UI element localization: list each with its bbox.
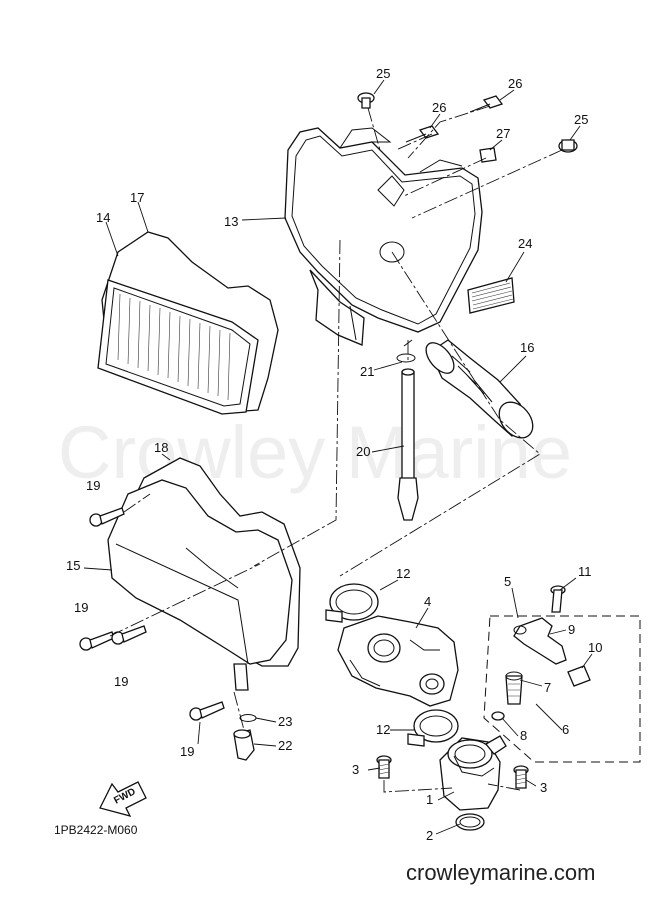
- callout-12-upper: 12: [396, 566, 410, 581]
- callout-7: 7: [544, 680, 551, 695]
- callout-9: 9: [568, 622, 575, 637]
- figure-code: 1PB2422-M060: [54, 823, 138, 837]
- leader-lines: [83, 79, 593, 835]
- part-14-air-filter-element: [97, 279, 259, 415]
- callout-23: 23: [278, 714, 292, 729]
- callout-2: 2: [426, 828, 433, 843]
- part-9-injector-body: [513, 617, 567, 665]
- callout-21: 21: [360, 364, 374, 379]
- callout-18: 18: [154, 440, 168, 455]
- callout-19-d: 19: [180, 744, 194, 759]
- part-20-drain-hose: [397, 368, 419, 521]
- part-25-bolt-left: [357, 92, 375, 109]
- callout-6: 6: [562, 722, 569, 737]
- callout-24: 24: [518, 236, 532, 251]
- part-3-bolt-left: [376, 755, 392, 779]
- website-text: crowleymarine.com: [406, 860, 596, 885]
- callout-25-right: 25: [574, 112, 588, 127]
- part-3-bolt-right: [513, 765, 529, 789]
- part-26-screw-middle: [405, 125, 440, 143]
- callout-22: 22: [278, 738, 292, 753]
- callout-19-a: 19: [86, 478, 100, 493]
- callout-10: 10: [588, 640, 602, 655]
- part-1-manifold: [439, 735, 507, 811]
- part-12-clamp-lower: [407, 709, 459, 747]
- part-12-clamp-upper: [325, 583, 379, 623]
- alignment-lines: [109, 105, 563, 793]
- part-7-injector: [505, 671, 523, 705]
- part-15-air-box-cap: [107, 479, 293, 691]
- callout-19-c: 19: [114, 674, 128, 689]
- part-25-bolt-right: [558, 139, 578, 153]
- part-26-screw-top: [469, 95, 504, 113]
- part-23-clip: [239, 714, 257, 722]
- callout-17: 17: [130, 190, 144, 205]
- part-19-screw-b: [79, 631, 115, 651]
- callout-14: 14: [96, 210, 110, 225]
- fwd-arrow-icon: FWD: [99, 781, 147, 817]
- callout-12-lower: 12: [376, 722, 390, 737]
- callout-13: 13: [224, 214, 238, 229]
- callout-26-middle: 26: [432, 100, 446, 115]
- part-4-throttle-body: [337, 615, 459, 707]
- callout-16: 16: [520, 340, 534, 355]
- callout-25-top: 25: [376, 66, 390, 81]
- part-24-label: [467, 277, 515, 314]
- part-19-screw-c: [111, 625, 147, 645]
- part-2-o-ring: [455, 813, 485, 831]
- callout-3-right: 3: [540, 780, 547, 795]
- callout-15: 15: [66, 558, 80, 573]
- part-10-clip: [567, 665, 591, 687]
- part-21-clip: [396, 339, 416, 363]
- part-22-plug: [233, 729, 255, 761]
- callout-11: 11: [578, 564, 592, 579]
- callout-4: 4: [424, 594, 431, 609]
- callout-labels: 25 26 26 27 25 13 14 17 24 16 21 20 18 1…: [66, 66, 602, 843]
- callout-27: 27: [496, 126, 510, 141]
- callout-3-left: 3: [352, 762, 359, 777]
- part-8-o-ring: [491, 711, 505, 721]
- part-19-screw-d: [189, 701, 225, 721]
- callout-20: 20: [356, 444, 370, 459]
- part-13-air-box-case: [284, 127, 483, 346]
- part-5-assembly-box: [483, 615, 641, 763]
- part-19-screw-a: [89, 507, 125, 527]
- callout-19-b: 19: [74, 600, 88, 615]
- callout-26-top: 26: [508, 76, 522, 91]
- callout-8: 8: [520, 728, 527, 743]
- part-11-bolt: [550, 585, 566, 613]
- callout-5: 5: [504, 574, 511, 589]
- callout-1: 1: [426, 792, 433, 807]
